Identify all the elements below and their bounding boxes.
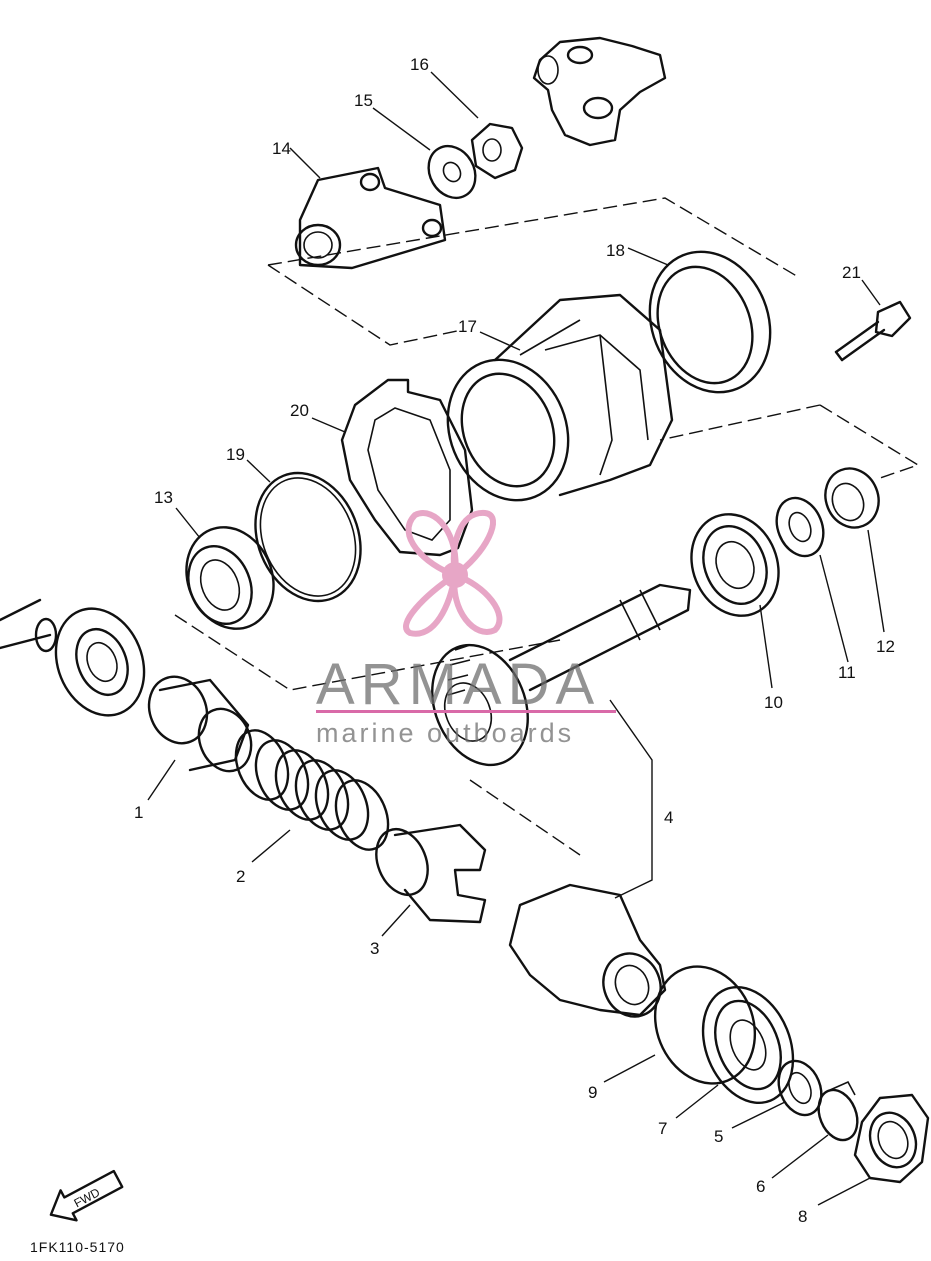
fwd-arrow-icon: FWD: [49, 1169, 124, 1222]
bolt-part-21: [834, 300, 912, 362]
housing-part-17: [446, 293, 674, 502]
bearing-part-10: [690, 513, 780, 617]
callout-13: 13: [154, 488, 173, 507]
callout-15: 15: [354, 91, 373, 110]
watermark-rule: [316, 710, 616, 713]
callout-4: 4: [664, 808, 673, 827]
callout-18: 18: [606, 241, 625, 260]
seal-part-12: [824, 467, 880, 529]
sleeve-part-1: [147, 675, 253, 773]
callout-11: 11: [838, 663, 856, 682]
gear-part-9: [508, 883, 757, 1085]
callout-20: 20: [290, 401, 309, 420]
yoke-part-14: [294, 166, 447, 270]
drawing-code: 1FK110-5170: [30, 1239, 125, 1255]
leader-lines: [147, 71, 885, 1206]
callout-16: 16: [410, 55, 429, 74]
callout-14: 14: [272, 139, 291, 158]
propeller-icon: [403, 510, 503, 637]
washer-part-11: [775, 496, 825, 558]
washer-part-15: [427, 144, 477, 200]
callout-17: 17: [458, 317, 477, 336]
callout-3: 3: [370, 939, 379, 958]
callout-10: 10: [764, 693, 783, 712]
clutch-dog-part-3: [375, 823, 487, 924]
callout-1: 1: [134, 803, 143, 822]
callout-7: 7: [658, 1119, 667, 1138]
watermark: ARMADA marine outboards: [316, 510, 616, 748]
oring-part-19: [254, 471, 362, 603]
tab-washer-part-6: [817, 1080, 859, 1142]
callout-9: 9: [588, 1083, 597, 1102]
nut-part-8: [853, 1093, 930, 1184]
watermark-tagline: marine outboards: [316, 718, 574, 748]
callout-21: 21: [842, 263, 861, 282]
group-frame-upper: [267, 197, 801, 346]
bearing-part-7: [701, 985, 795, 1105]
washer-part-5: [777, 1059, 823, 1117]
group-frame-middle: [174, 404, 920, 691]
universal-joint: [532, 36, 667, 147]
group-frame-lower: [469, 779, 581, 856]
callout-12: 12: [876, 637, 895, 656]
callout-8: 8: [798, 1207, 807, 1226]
bearing-part-13: [185, 526, 275, 630]
pinion-shaft-part-4: [431, 583, 692, 767]
watermark-brand: ARMADA: [316, 652, 600, 717]
ring-part-18: [648, 250, 772, 394]
callout-6: 6: [756, 1177, 765, 1196]
shaft-stub: [0, 598, 58, 653]
callout-2: 2: [236, 867, 245, 886]
plate-part-20: [340, 378, 474, 557]
bearing-left: [54, 607, 146, 717]
spring-part-2: [234, 729, 390, 851]
callout-19: 19: [226, 445, 245, 464]
callout-labels: 1 2 3 4 5 6 7 8 9 10 11 12 13 14 15 16 1…: [134, 55, 895, 1226]
nut-part-16: [470, 122, 524, 180]
callout-5: 5: [714, 1127, 723, 1146]
